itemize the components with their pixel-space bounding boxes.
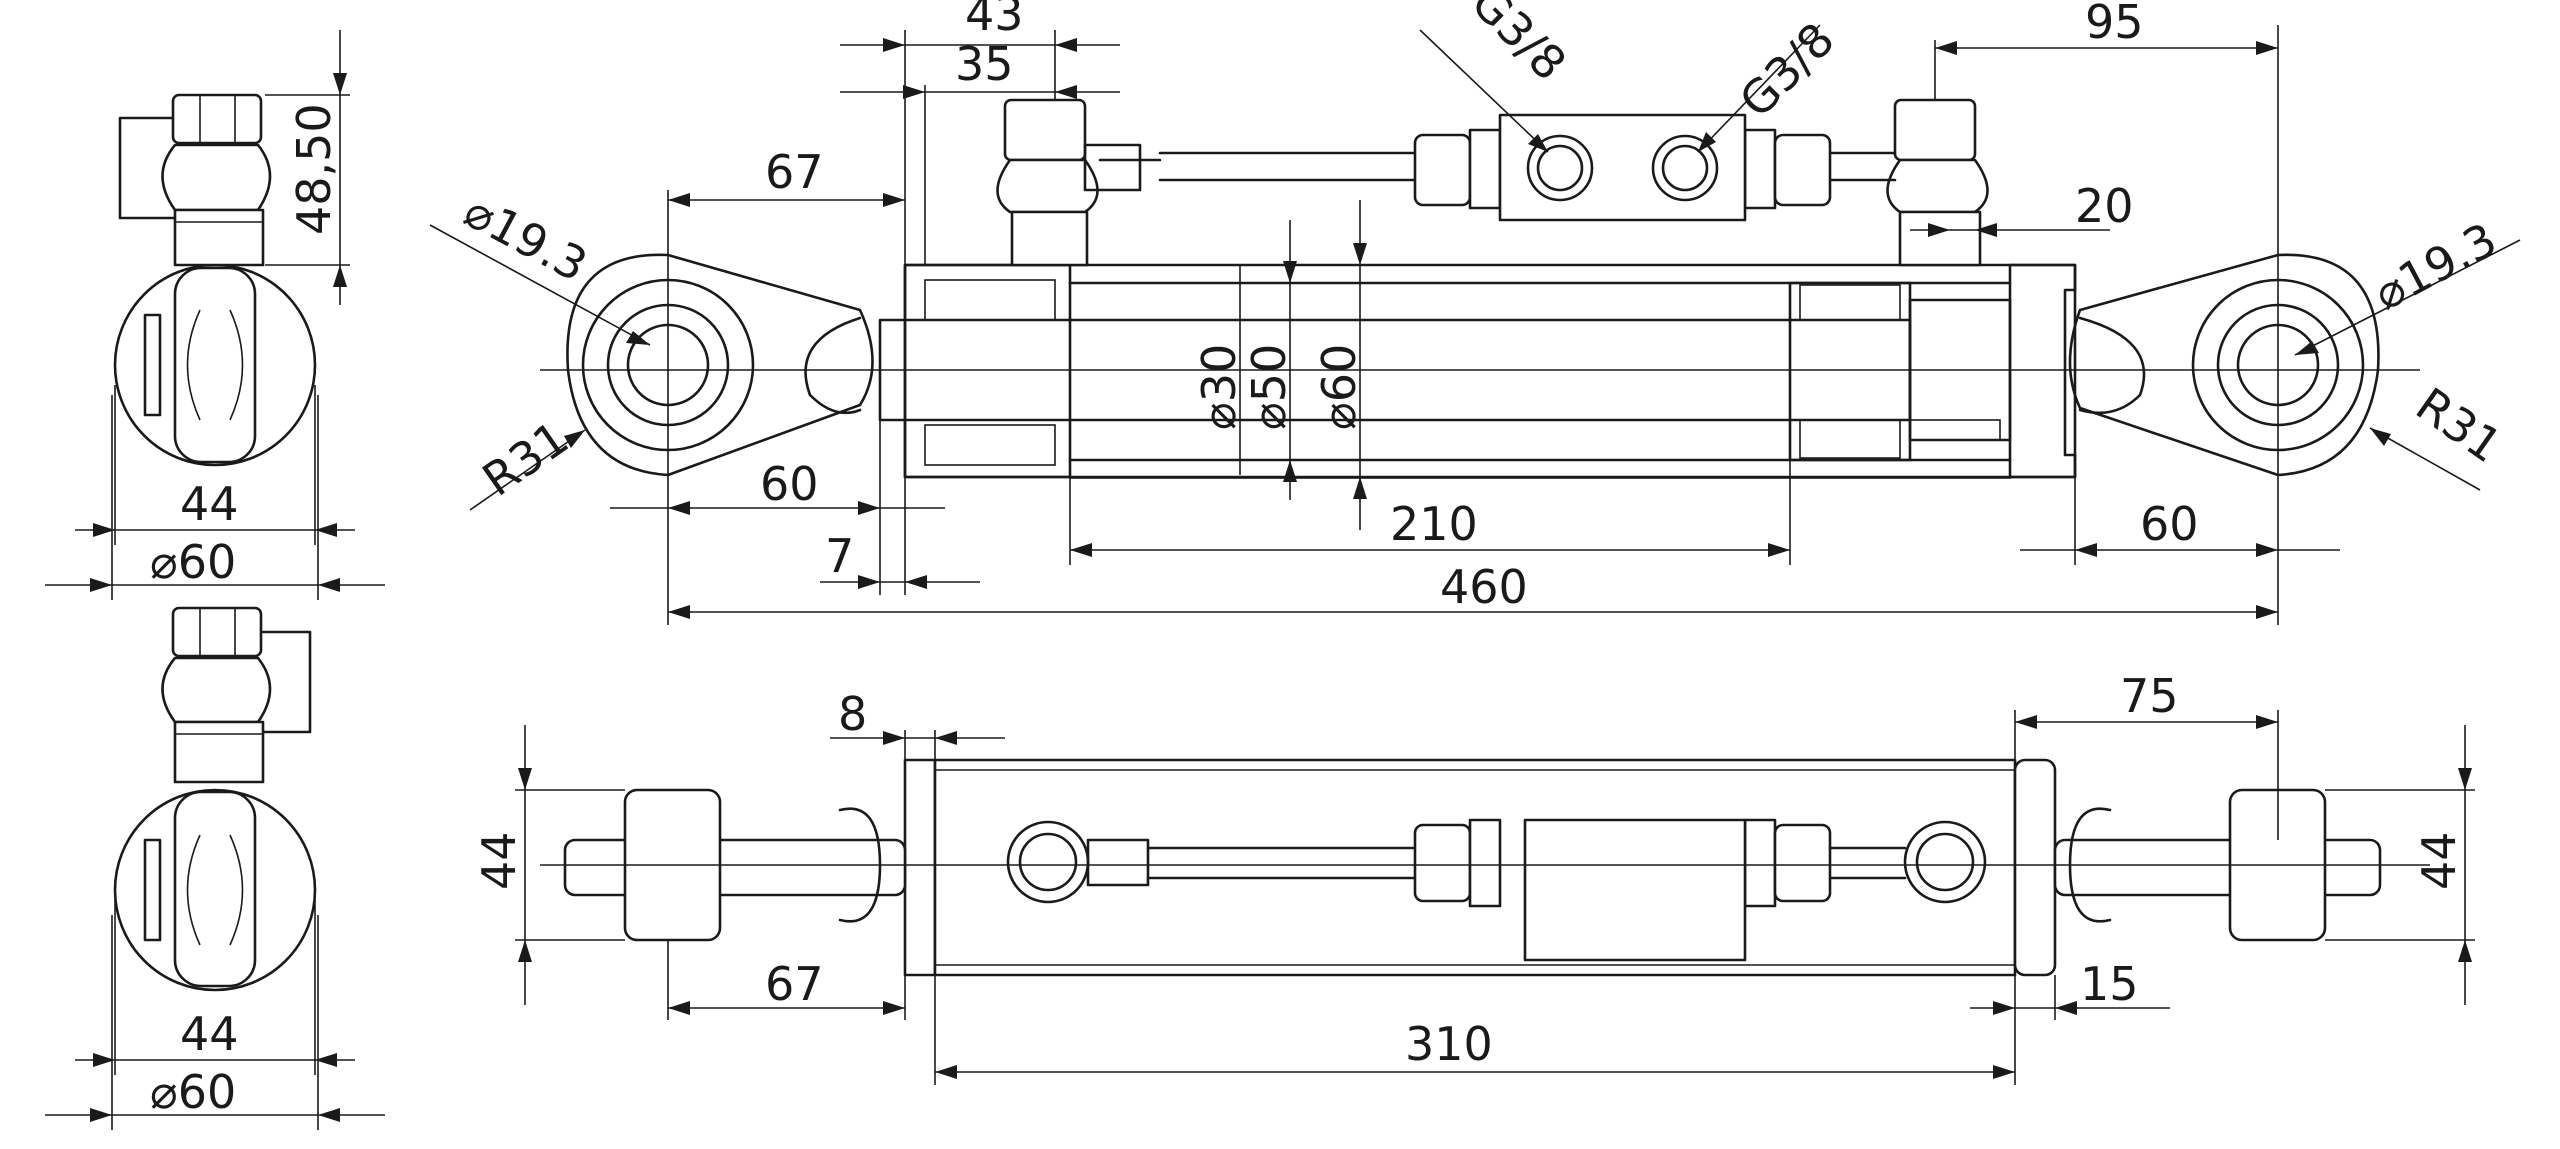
dim-tube-60: ⌀60	[1312, 344, 1366, 430]
dim-60-right: 60	[2140, 497, 2199, 551]
dim-75: 75	[2120, 669, 2179, 723]
dim-35: 35	[955, 37, 1014, 91]
dim-20: 20	[2075, 179, 2134, 233]
dim-210: 210	[1390, 497, 1478, 551]
dim-7: 7	[825, 529, 854, 583]
top-view-dimensions	[515, 710, 2475, 1085]
dim-460: 460	[1440, 560, 1528, 614]
end-view-dimensions	[45, 30, 385, 1130]
dim-hole-right: ⌀19.3	[2365, 212, 2505, 321]
dim-67-top: 67	[765, 145, 824, 199]
dim-44-bottom-left: 44	[472, 831, 526, 890]
dim-rod-30: ⌀30	[1192, 344, 1246, 430]
dim-44-bottom-right: 44	[2412, 831, 2466, 890]
dim-60-end1: ⌀60	[150, 535, 236, 589]
dim-310: 310	[1405, 1017, 1493, 1071]
dim-8: 8	[838, 687, 867, 741]
dim-r31-right: R31	[2406, 377, 2511, 473]
dim-44-end2: 44	[180, 1007, 239, 1061]
dim-15: 15	[2080, 957, 2139, 1011]
dim-hole-left: ⌀19.3	[456, 184, 596, 293]
dim-g38-right: G3/8	[1729, 12, 1845, 128]
end-view-bottom	[113, 606, 317, 992]
end-view-top	[113, 93, 317, 467]
section-view-dimensions	[429, 24, 2521, 625]
dim-44-end1: 44	[180, 477, 239, 531]
dim-67-bottom: 67	[765, 957, 824, 1011]
dim-g38-left: G3/8	[1461, 0, 1577, 91]
dim-48-50: 48,50	[287, 103, 341, 235]
dim-60-end2: ⌀60	[150, 1065, 236, 1119]
dim-95: 95	[2085, 0, 2144, 49]
section-view	[540, 98, 2420, 479]
dim-r31-left: R31	[473, 411, 578, 507]
top-view	[540, 758, 2430, 977]
dim-43: 43	[965, 0, 1024, 41]
dim-60-left: 60	[760, 457, 819, 511]
dim-bore-50: ⌀50	[1242, 344, 1296, 430]
